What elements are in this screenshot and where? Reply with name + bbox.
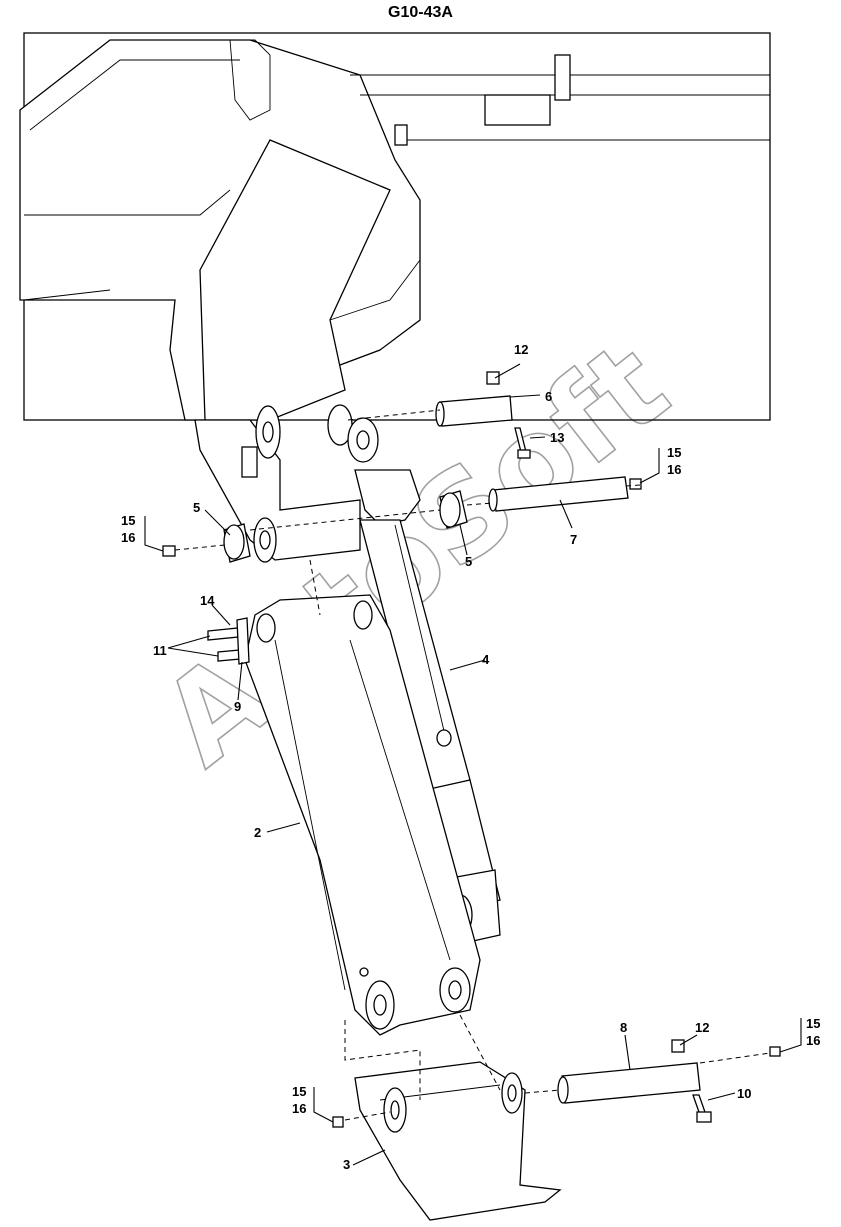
grease-fitting-lower-left: [332, 1116, 344, 1128]
callout-6: 6: [545, 389, 552, 404]
lift-arm: [244, 594, 481, 1036]
callout-12-upper: 12: [514, 342, 528, 357]
callout-5-right: 5: [465, 554, 472, 569]
nut-12-lower: [671, 1039, 685, 1053]
upper-mount-bracket: [194, 404, 361, 563]
alignment-lines: [174, 409, 771, 1121]
callout-3: 3: [343, 1157, 350, 1172]
nut-12-upper: [486, 371, 500, 385]
callout-15-left: 15: [121, 513, 135, 528]
grease-fitting-right: [629, 478, 642, 490]
callout-7: 7: [570, 532, 577, 547]
pin-8: [557, 1062, 701, 1104]
callout-16-lower-right: 16: [806, 1033, 820, 1048]
machine-frame-inset: [19, 32, 771, 421]
pin-7: [488, 476, 629, 512]
callout-9: 9: [234, 699, 241, 714]
callout-13: 13: [550, 430, 564, 445]
callout-15-lower-left: 15: [292, 1084, 306, 1099]
leader-lines: [144, 363, 802, 1166]
callout-14: 14: [200, 593, 215, 608]
pin-6: [435, 395, 513, 427]
callout-4: 4: [482, 652, 490, 667]
callout-16-right: 16: [667, 462, 681, 477]
callout-15-lower-right: 15: [806, 1016, 820, 1031]
grease-fitting-lower-right: [769, 1046, 781, 1057]
diagram-title: G10-43A: [388, 4, 453, 21]
callout-5-left: 5: [193, 500, 200, 515]
callout-16-left: 16: [121, 530, 135, 545]
base-bracket: [354, 1061, 562, 1221]
callout-2: 2: [254, 825, 261, 840]
grease-fitting-left: [162, 545, 176, 557]
bolts-11: [207, 617, 250, 665]
callout-15-right: 15: [667, 445, 681, 460]
callout-16-lower-left: 16: [292, 1101, 306, 1116]
bolt-10: [692, 1094, 712, 1123]
callout-labels: 2 3 4 5 5 6 7 8 9 10 11 12 12 13 14 15 1…: [121, 342, 820, 1172]
callout-10: 10: [737, 1086, 751, 1101]
bolt-13: [514, 427, 531, 459]
callout-8: 8: [620, 1020, 627, 1035]
callout-12-lower: 12: [695, 1020, 709, 1035]
callout-11: 11: [153, 643, 167, 658]
